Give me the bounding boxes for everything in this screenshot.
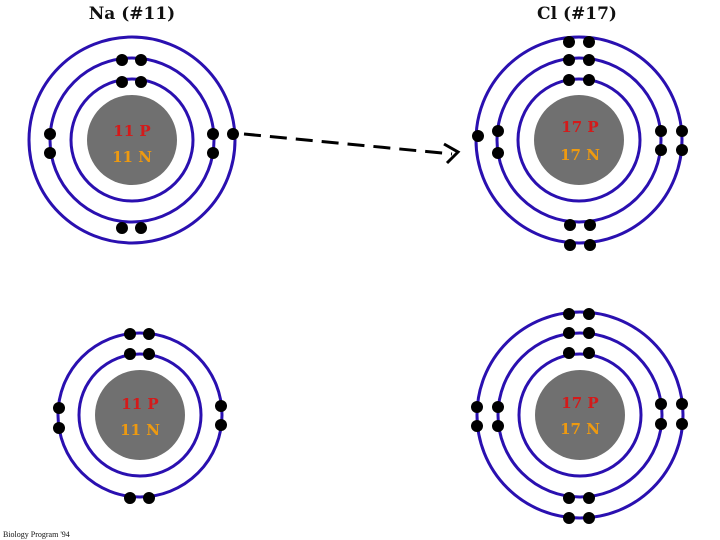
electron xyxy=(207,128,219,140)
sodium-ion-after: 11 P 11 N xyxy=(53,328,227,504)
middle-shell xyxy=(496,331,664,499)
nucleus xyxy=(535,370,625,460)
electron xyxy=(676,125,688,137)
nucleus xyxy=(95,370,185,460)
electron xyxy=(655,398,667,410)
electron xyxy=(124,328,136,340)
electron xyxy=(215,419,227,431)
electron xyxy=(676,144,688,156)
electron xyxy=(583,36,595,48)
neutron-count: 11 N xyxy=(120,421,160,439)
electron xyxy=(655,418,667,430)
sodium-atom-before: 11 P 11 N xyxy=(27,35,239,245)
inner-shell xyxy=(517,352,643,478)
electron xyxy=(44,128,56,140)
electron xyxy=(583,54,595,66)
proton-count: 11 P xyxy=(113,122,150,140)
chlorine-title: Cl (#17) xyxy=(537,4,617,24)
electron xyxy=(583,347,595,359)
electron xyxy=(143,492,155,504)
outer-shell xyxy=(27,35,237,245)
electron xyxy=(563,347,575,359)
electron xyxy=(135,76,147,88)
neutron-count: 11 N xyxy=(112,148,152,166)
electron xyxy=(563,54,575,66)
electron xyxy=(563,74,575,86)
inner-shell xyxy=(516,77,642,203)
electrons xyxy=(472,36,688,251)
valence-electron xyxy=(227,128,239,140)
electron xyxy=(655,144,667,156)
electron xyxy=(116,222,128,234)
electron xyxy=(583,74,595,86)
chlorine-atom-before: 17 P 17 N xyxy=(472,35,688,251)
electron-transfer-arrow xyxy=(243,132,461,165)
electron xyxy=(124,348,136,360)
sodium-title: Na (#11) xyxy=(89,4,175,24)
electron xyxy=(53,422,65,434)
electron xyxy=(116,76,128,88)
outer-shell xyxy=(56,331,224,499)
electron xyxy=(583,327,595,339)
electron xyxy=(471,401,483,413)
electron xyxy=(563,512,575,524)
electron xyxy=(563,36,575,48)
proton-count: 17 P xyxy=(561,118,598,136)
electron xyxy=(583,512,595,524)
electron xyxy=(53,402,65,414)
electron xyxy=(207,147,219,159)
proton-count: 17 P xyxy=(561,394,598,412)
electron xyxy=(564,239,576,251)
electrons xyxy=(53,328,227,504)
middle-shell xyxy=(495,56,663,224)
electron xyxy=(135,54,147,66)
electron xyxy=(143,328,155,340)
electrons xyxy=(44,54,239,234)
electron xyxy=(143,348,155,360)
electron xyxy=(44,147,56,159)
electron xyxy=(492,420,504,432)
proton-count: 11 P xyxy=(121,395,158,413)
electron xyxy=(116,54,128,66)
electron xyxy=(563,308,575,320)
neutron-count: 17 N xyxy=(560,420,600,438)
electron xyxy=(584,239,596,251)
electrons xyxy=(471,308,688,524)
electron xyxy=(584,219,596,231)
electron xyxy=(215,400,227,412)
electron xyxy=(492,125,504,137)
nucleus xyxy=(87,95,177,185)
electron xyxy=(676,418,688,430)
outer-shell xyxy=(475,310,685,520)
electron xyxy=(563,492,575,504)
electron xyxy=(124,492,136,504)
neutron-count: 17 N xyxy=(560,146,600,164)
inner-shell xyxy=(77,352,203,478)
electron xyxy=(471,420,483,432)
electron xyxy=(492,147,504,159)
electron xyxy=(564,219,576,231)
credit-text: Biology Program '94 xyxy=(3,530,70,539)
electron xyxy=(563,327,575,339)
electron xyxy=(583,308,595,320)
electron xyxy=(583,492,595,504)
electron xyxy=(472,130,484,142)
nucleus xyxy=(534,95,624,185)
inner-shell xyxy=(69,77,195,203)
electron xyxy=(655,125,667,137)
electron xyxy=(492,401,504,413)
electron xyxy=(135,222,147,234)
electron xyxy=(676,398,688,410)
chloride-ion-after: 17 P 17 N xyxy=(471,308,688,524)
